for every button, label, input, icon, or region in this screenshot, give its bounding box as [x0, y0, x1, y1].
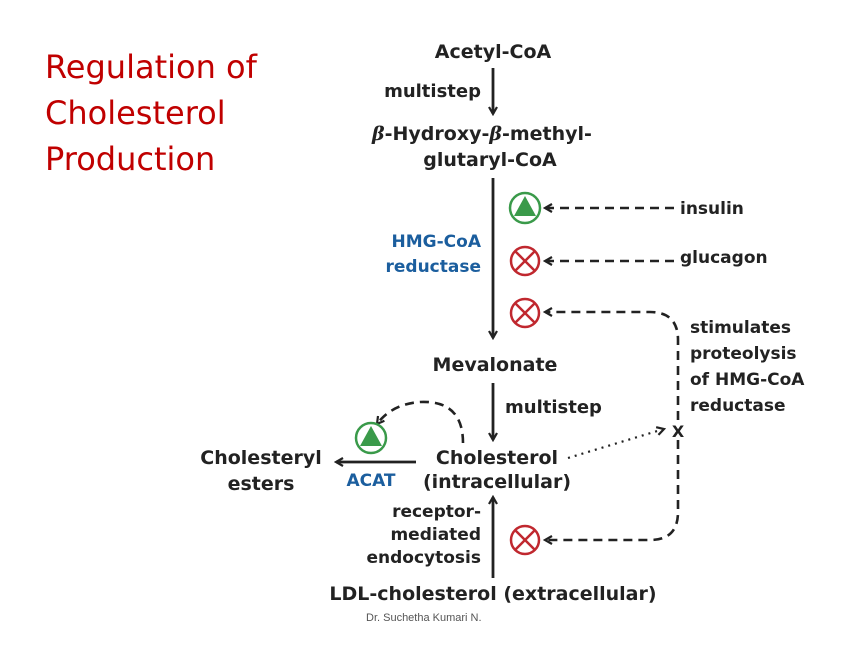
- dotted-arrow-cholesterol-to-x: [567, 429, 664, 460]
- label-glucagon: glucagon: [680, 248, 768, 268]
- label-endocytosis-3: endocytosis: [366, 548, 481, 568]
- hmg-coa-text-2: -methyl-: [502, 123, 592, 145]
- footer-author: Dr. Suchetha Kumari N.: [366, 612, 482, 624]
- node-cholesterol-line1: Cholesterol: [436, 447, 558, 469]
- title-line-3: Production: [45, 140, 216, 178]
- title-line-2: Cholesterol: [45, 94, 226, 132]
- label-multistep-bottom: multistep: [505, 397, 602, 418]
- x-mark: X: [672, 422, 685, 441]
- label-proteolysis-4: reductase: [690, 396, 786, 416]
- dashed-arrow-cholesterol-to-acat: [377, 400, 465, 444]
- node-mevalonate: Mevalonate: [433, 354, 558, 376]
- label-endocytosis-2: mediated: [390, 525, 481, 545]
- node-hmg-coa-line2: glutaryl-CoA: [423, 149, 557, 171]
- label-endocytosis-1: receptor-: [392, 502, 481, 522]
- red-cross-circle-icon: [509, 524, 541, 556]
- label-proteolysis-1: stimulates: [690, 318, 791, 338]
- green-triangle-circle-icon: [508, 191, 542, 225]
- node-cholesteryl-line2: esters: [228, 473, 295, 495]
- dashed-arrow-x-to-reductase: [545, 312, 680, 420]
- label-enzyme-line2: reductase: [385, 257, 481, 277]
- label-proteolysis-2: proteolysis: [690, 344, 797, 364]
- beta-symbol-2: β: [488, 123, 502, 145]
- node-cholesteryl-line1: Cholesteryl: [200, 447, 321, 469]
- dashed-arrow-x-to-receptor: [545, 440, 680, 540]
- slide-title: Regulation of Cholesterol Production: [45, 44, 305, 182]
- label-insulin: insulin: [680, 199, 744, 219]
- red-cross-circle-icon: [509, 245, 541, 277]
- node-acetyl-coa: Acetyl-CoA: [435, 41, 552, 63]
- beta-symbol-1: β: [371, 123, 385, 145]
- label-enzyme-line1: HMG-CoA: [392, 232, 482, 252]
- label-proteolysis-3: of HMG-CoA: [690, 370, 805, 390]
- node-ldl-cholesterol: LDL-cholesterol (extracellular): [329, 583, 656, 605]
- title-line-1: Regulation of: [45, 48, 257, 86]
- green-triangle-circle-icon: [354, 421, 388, 455]
- hmg-coa-text-1: -Hydroxy-: [385, 123, 490, 145]
- label-acat: ACAT: [346, 471, 395, 491]
- node-cholesterol-line2: (intracellular): [423, 471, 571, 493]
- label-multistep-top: multistep: [384, 81, 481, 102]
- red-cross-circle-icon: [509, 297, 541, 329]
- node-hmg-coa-line1: β-Hydroxy-β-methyl-: [371, 123, 592, 145]
